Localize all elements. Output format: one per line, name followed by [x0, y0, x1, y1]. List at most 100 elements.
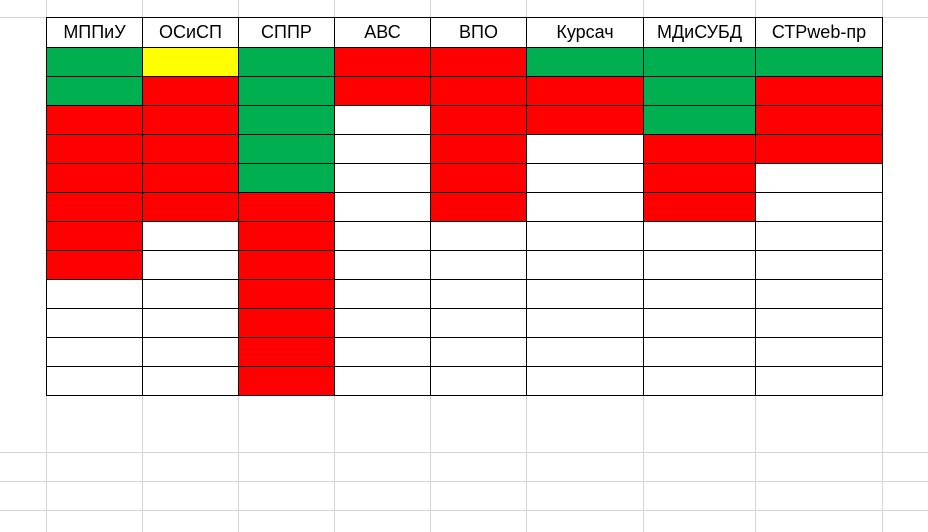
- status-cell-red[interactable]: [142, 163, 239, 193]
- status-cell-red[interactable]: [142, 76, 239, 106]
- status-cell-red[interactable]: [238, 221, 335, 251]
- status-cell-red[interactable]: [755, 105, 883, 135]
- status-cell-green[interactable]: [46, 47, 143, 77]
- status-cell-empty[interactable]: [142, 366, 239, 396]
- status-cell-empty[interactable]: [430, 279, 527, 309]
- status-cell-empty[interactable]: [643, 308, 756, 338]
- status-cell-empty[interactable]: [755, 337, 883, 367]
- status-cell-empty[interactable]: [755, 221, 883, 251]
- status-cell-empty[interactable]: [334, 279, 431, 309]
- status-cell-green[interactable]: [643, 76, 756, 106]
- status-cell-red[interactable]: [46, 163, 143, 193]
- status-cell-empty[interactable]: [755, 366, 883, 396]
- status-cell-empty[interactable]: [46, 366, 143, 396]
- status-cell-empty[interactable]: [643, 250, 756, 280]
- status-cell-red[interactable]: [238, 279, 335, 309]
- status-cell-red[interactable]: [526, 76, 644, 106]
- status-cell-red[interactable]: [46, 221, 143, 251]
- status-cell-empty[interactable]: [142, 250, 239, 280]
- column-header-sppr[interactable]: СППР: [238, 17, 335, 48]
- status-cell-green[interactable]: [526, 47, 644, 77]
- status-cell-red[interactable]: [238, 192, 335, 222]
- status-cell-empty[interactable]: [334, 250, 431, 280]
- status-cell-empty[interactable]: [334, 105, 431, 135]
- status-cell-green[interactable]: [46, 76, 143, 106]
- status-cell-green[interactable]: [643, 47, 756, 77]
- status-cell-empty[interactable]: [142, 337, 239, 367]
- status-cell-red[interactable]: [142, 134, 239, 164]
- status-cell-empty[interactable]: [430, 337, 527, 367]
- status-cell-red[interactable]: [142, 192, 239, 222]
- status-cell-red[interactable]: [755, 134, 883, 164]
- status-cell-red[interactable]: [526, 105, 644, 135]
- status-cell-red[interactable]: [142, 105, 239, 135]
- column-header-strweb[interactable]: СТРweb-пр: [755, 17, 883, 48]
- status-cell-empty[interactable]: [46, 308, 143, 338]
- status-cell-red[interactable]: [755, 76, 883, 106]
- status-cell-empty[interactable]: [526, 308, 644, 338]
- status-cell-red[interactable]: [238, 366, 335, 396]
- status-cell-empty[interactable]: [46, 337, 143, 367]
- status-cell-red[interactable]: [430, 105, 527, 135]
- status-cell-empty[interactable]: [334, 308, 431, 338]
- status-cell-empty[interactable]: [643, 366, 756, 396]
- status-cell-green[interactable]: [238, 163, 335, 193]
- status-cell-yellow[interactable]: [142, 47, 239, 77]
- status-cell-empty[interactable]: [334, 134, 431, 164]
- status-cell-empty[interactable]: [526, 366, 644, 396]
- status-cell-red[interactable]: [643, 192, 756, 222]
- status-cell-red[interactable]: [334, 47, 431, 77]
- status-cell-empty[interactable]: [755, 163, 883, 193]
- status-cell-empty[interactable]: [643, 221, 756, 251]
- status-cell-empty[interactable]: [142, 279, 239, 309]
- status-cell-red[interactable]: [238, 308, 335, 338]
- status-cell-red[interactable]: [238, 337, 335, 367]
- status-cell-empty[interactable]: [526, 337, 644, 367]
- status-cell-red[interactable]: [238, 250, 335, 280]
- column-header-osisp[interactable]: ОСиСП: [142, 17, 239, 48]
- status-cell-red[interactable]: [46, 250, 143, 280]
- status-cell-empty[interactable]: [643, 337, 756, 367]
- status-cell-red[interactable]: [643, 134, 756, 164]
- status-cell-empty[interactable]: [142, 221, 239, 251]
- status-cell-empty[interactable]: [334, 163, 431, 193]
- status-cell-empty[interactable]: [643, 279, 756, 309]
- status-cell-red[interactable]: [334, 76, 431, 106]
- status-cell-empty[interactable]: [334, 192, 431, 222]
- status-cell-empty[interactable]: [142, 308, 239, 338]
- status-cell-green[interactable]: [238, 47, 335, 77]
- column-header-avs[interactable]: АВС: [334, 17, 431, 48]
- status-cell-empty[interactable]: [526, 163, 644, 193]
- status-cell-empty[interactable]: [526, 221, 644, 251]
- column-header-mdisubd[interactable]: МДиСУБД: [643, 17, 756, 48]
- status-cell-red[interactable]: [643, 163, 756, 193]
- status-cell-empty[interactable]: [334, 221, 431, 251]
- status-cell-empty[interactable]: [526, 279, 644, 309]
- status-cell-red[interactable]: [46, 134, 143, 164]
- status-cell-red[interactable]: [430, 192, 527, 222]
- status-cell-empty[interactable]: [46, 279, 143, 309]
- column-header-mppiu[interactable]: МППиУ: [46, 17, 143, 48]
- status-cell-red[interactable]: [430, 76, 527, 106]
- status-cell-green[interactable]: [643, 105, 756, 135]
- status-cell-green[interactable]: [755, 47, 883, 77]
- status-cell-empty[interactable]: [430, 221, 527, 251]
- status-cell-empty[interactable]: [334, 366, 431, 396]
- status-cell-green[interactable]: [238, 134, 335, 164]
- status-cell-red[interactable]: [46, 192, 143, 222]
- status-cell-empty[interactable]: [526, 250, 644, 280]
- status-cell-empty[interactable]: [755, 308, 883, 338]
- status-cell-empty[interactable]: [430, 308, 527, 338]
- status-cell-red[interactable]: [430, 47, 527, 77]
- status-cell-empty[interactable]: [334, 337, 431, 367]
- column-header-vpo[interactable]: ВПО: [430, 17, 527, 48]
- status-cell-empty[interactable]: [526, 134, 644, 164]
- status-cell-red[interactable]: [430, 163, 527, 193]
- status-cell-empty[interactable]: [755, 250, 883, 280]
- status-cell-empty[interactable]: [755, 279, 883, 309]
- status-cell-empty[interactable]: [526, 192, 644, 222]
- status-cell-empty[interactable]: [755, 192, 883, 222]
- status-cell-green[interactable]: [238, 76, 335, 106]
- status-cell-red[interactable]: [46, 105, 143, 135]
- status-cell-empty[interactable]: [430, 250, 527, 280]
